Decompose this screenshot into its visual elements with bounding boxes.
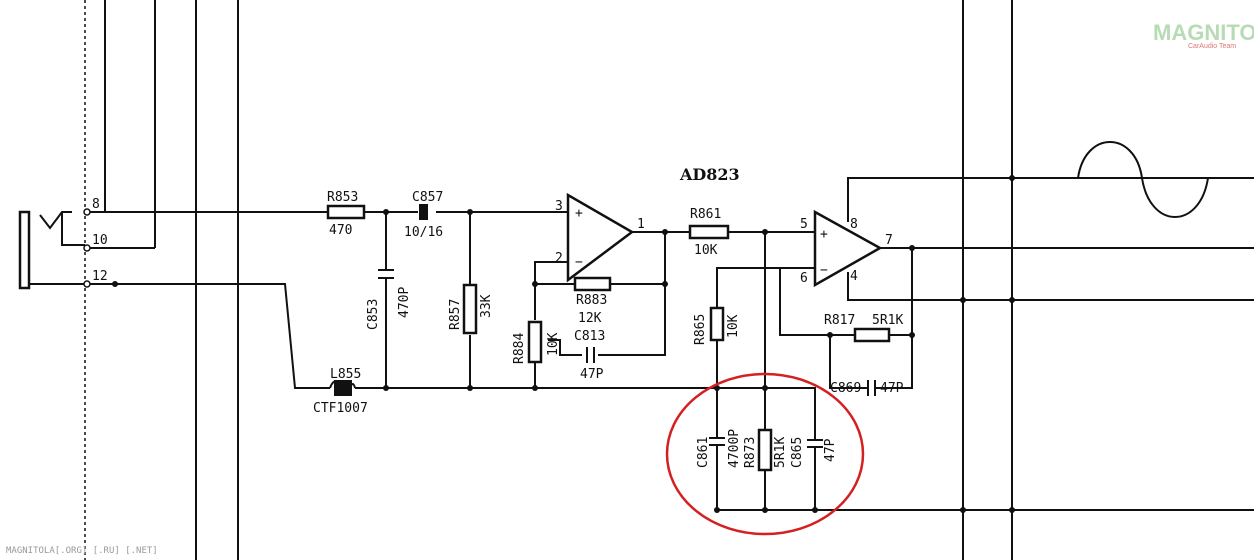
wires	[90, 177, 1254, 511]
resistor-r883	[573, 276, 612, 292]
chip-title: AD823	[679, 165, 740, 184]
resistor-r861	[688, 224, 730, 240]
label-c865-ref: C865	[790, 437, 805, 468]
opamp-2: + −	[813, 209, 883, 288]
svg-text:−: −	[820, 263, 828, 278]
input-jack	[18, 208, 91, 290]
junctions	[112, 175, 1015, 513]
label-l855-value: CTF1007	[313, 401, 368, 416]
sine-wave-icon	[1045, 141, 1240, 218]
opamp2-pin-out: 7	[885, 233, 893, 248]
capacitor-c861	[709, 420, 725, 470]
opamp2-pin-plus: 5	[800, 217, 808, 232]
label-c853-value: 470P	[397, 287, 412, 318]
label-c813-value: 47P	[580, 367, 604, 382]
label-r857-value: 33K	[479, 294, 494, 318]
resistor-r857	[462, 283, 478, 335]
label-r817-ref: R817	[824, 313, 855, 328]
svg-text:−: −	[575, 255, 583, 270]
label-r884-value: 10K	[546, 332, 561, 356]
highlight-circle	[665, 372, 865, 536]
label-r883-value: 12K	[578, 311, 602, 326]
label-c853-ref: C853	[366, 299, 381, 330]
capacitor-c857	[419, 204, 428, 220]
label-r873-ref: R873	[743, 437, 758, 468]
label-c869-ref: C869	[830, 381, 861, 396]
capacitor-c853	[378, 269, 394, 330]
inductor-l855	[329, 380, 356, 396]
label-l855-ref: L855	[330, 367, 361, 382]
opamp2-pin-supply-bottom: 4	[850, 269, 858, 284]
capacitor-c865	[807, 439, 823, 470]
resistor-r865	[709, 306, 725, 342]
opamp-1: + −	[566, 192, 635, 283]
label-r883-ref: R883	[576, 293, 607, 308]
label-c857-value: 10/16	[404, 225, 443, 240]
label-r817-value: 5R1K	[872, 313, 903, 328]
jack-pin-8: 8	[92, 197, 100, 212]
label-c869-value: 47P	[880, 381, 904, 396]
label-r861-ref: R861	[690, 207, 721, 222]
opamp1-pin-plus: 3	[555, 199, 563, 214]
label-c813-ref: C813	[574, 329, 605, 344]
capacitor-c869	[867, 380, 880, 396]
watermark-logo: MAGNITOLA	[1153, 20, 1254, 45]
resistor-r884	[527, 320, 543, 364]
opamp2-pin-minus: 6	[800, 271, 808, 286]
watermark-footer: MAGNITOLA[.ORG] [.RU] [.NET]	[6, 546, 158, 556]
label-r861-value: 10K	[694, 243, 718, 258]
jack-pin-10: 10	[92, 233, 108, 248]
capacitor-c813	[586, 347, 595, 363]
label-r853-ref: R853	[327, 190, 358, 205]
label-c861-value: 4700P	[727, 429, 742, 468]
bus-lines	[84, 0, 1013, 560]
label-r853-value: 470	[329, 223, 352, 238]
svg-text:+: +	[820, 227, 828, 242]
opamp1-pin-out: 1	[637, 217, 645, 232]
watermark-tagline: CarAudio Team	[1188, 43, 1236, 50]
label-c861-ref: C861	[696, 437, 711, 468]
label-r865-value: 10K	[726, 314, 741, 338]
label-c857-ref: C857	[412, 190, 443, 205]
resistor-r873	[757, 428, 773, 472]
opamp1-pin-minus: 2	[555, 251, 563, 266]
resistor-r817	[853, 327, 891, 343]
jack-pin-12: 12	[92, 269, 108, 284]
label-c865-value: 47P	[823, 438, 838, 462]
label-r865-ref: R865	[693, 314, 708, 345]
resistor-r853	[326, 204, 366, 220]
label-r884-ref: R884	[512, 333, 527, 364]
opamp2-pin-supply-top: 8	[850, 217, 858, 232]
label-r857-ref: R857	[448, 299, 463, 330]
label-r873-value: 5R1K	[773, 437, 788, 468]
svg-text:+: +	[575, 206, 583, 221]
